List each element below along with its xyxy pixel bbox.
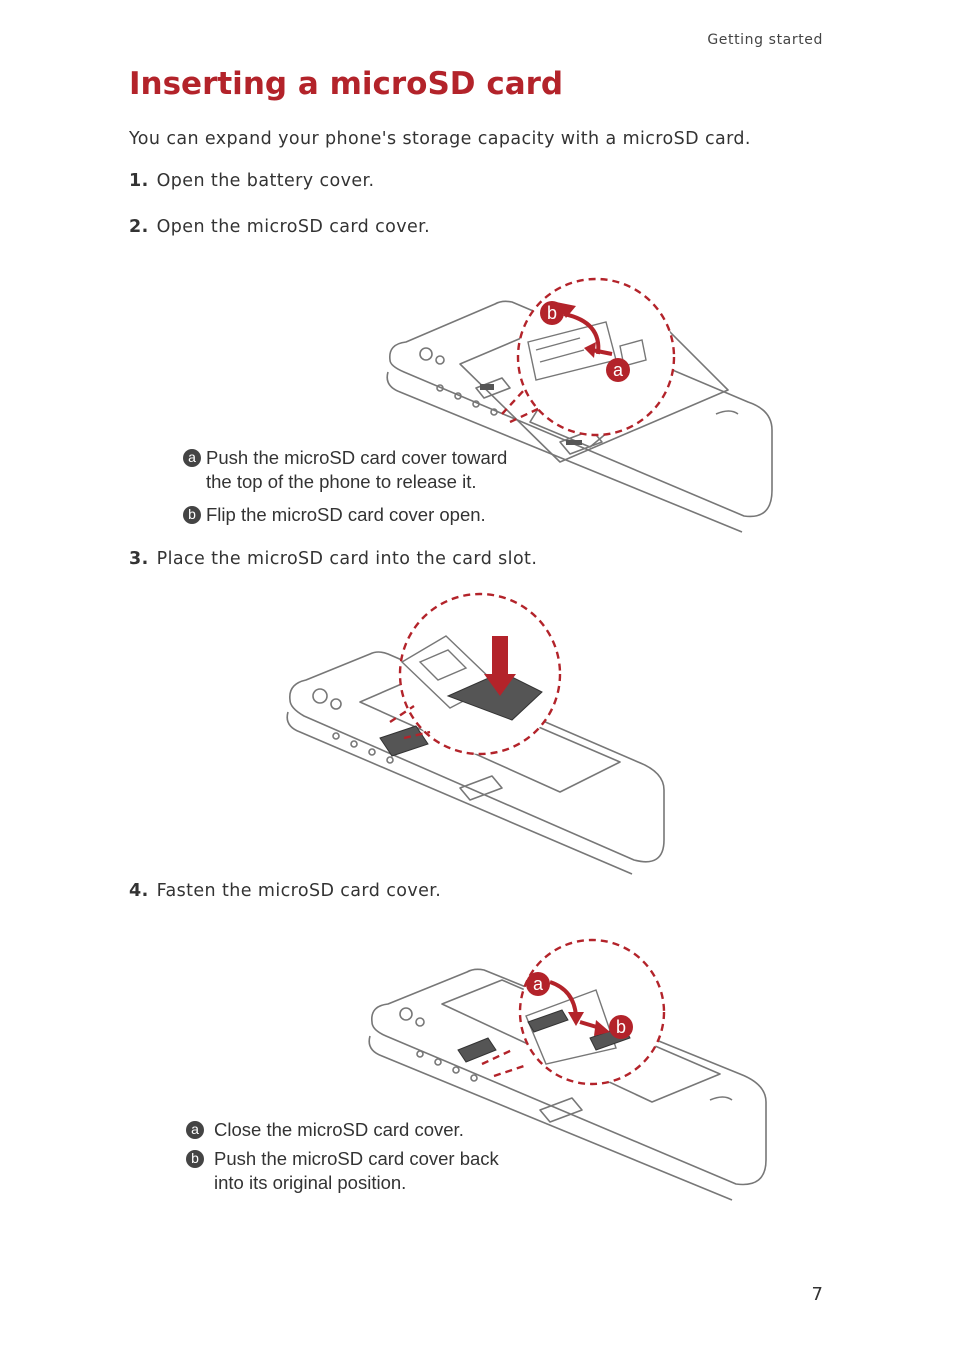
note-line: Push the microSD card cover toward [206,447,508,468]
note-line: Close the microSD card cover. [214,1119,464,1140]
figure-fasten-card-cover: a b [368,938,767,1201]
step-text: Open the battery cover. [156,171,375,191]
note-b: b Flip the microSD card cover open. [183,503,486,527]
step-number: 2. [129,217,149,237]
step-4: 4. Fasten the microSD card cover. [129,881,441,901]
section-header: Getting started [707,32,823,48]
badge-a: a [186,1121,204,1139]
step-number: 4. [129,881,149,901]
page-title: Inserting a microSD card [129,66,564,102]
note-line: into its original position. [214,1172,407,1193]
callout-b-label: b [616,1017,626,1037]
callout-b-label: b [547,303,557,323]
page-number: 7 [811,1284,823,1305]
step-3: 3. Place the microSD card into the card s… [129,549,537,569]
note-a: a Close the microSD card cover. [186,1118,464,1142]
step-2: 2. Open the microSD card cover. [129,217,430,237]
figure-place-card [286,592,665,875]
note-line: the top of the phone to release it. [206,471,477,492]
step-number: 3. [129,549,149,569]
step-number: 1. [129,171,149,191]
note-line: Flip the microSD card cover open. [206,504,486,525]
callout-a-label: a [613,360,624,380]
badge-b: b [186,1150,204,1168]
note-b: b Push the microSD card cover back into it… [186,1147,499,1195]
callout-a-label: a [533,974,544,994]
note-a: a Push the microSD card cover toward the t… [183,446,507,494]
note-line: Push the microSD card cover back [214,1148,499,1169]
badge-a: a [183,449,201,467]
step-text: Fasten the microSD card cover. [156,881,442,901]
figure-open-card-cover: b a [386,277,773,533]
step-1: 1. Open the battery cover. [129,171,374,191]
badge-b: b [183,506,201,524]
intro-paragraph: You can expand your phone's storage capa… [129,129,751,149]
step-text: Open the microSD card cover. [156,217,431,237]
step-text: Place the microSD card into the card slo… [156,549,538,569]
